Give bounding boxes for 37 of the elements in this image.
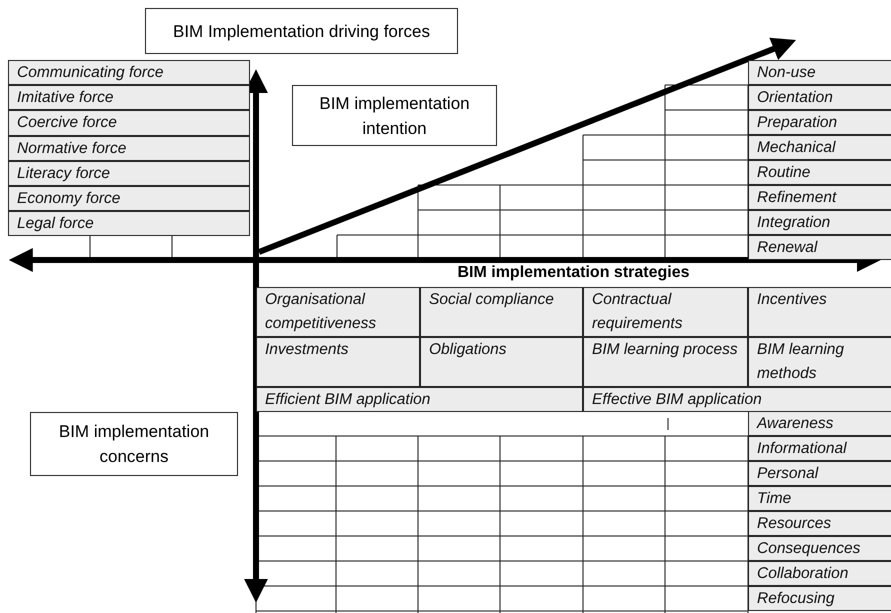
axis-title: BIM implementation strategies	[456, 263, 691, 283]
table-cell: Collaboration	[748, 561, 891, 586]
table-cell: BIM learning methods	[748, 337, 891, 387]
table-cell: Routine	[748, 160, 891, 185]
table-cell: Literacy force	[8, 160, 250, 186]
table-cell: Efficient BIM application	[256, 387, 583, 412]
table-cell: Legal force	[8, 211, 250, 236]
table-cell: Resources	[748, 511, 891, 536]
table-cell: Refocusing	[748, 586, 891, 611]
table-cell: Informational	[748, 436, 891, 461]
table-cell: Normative force	[8, 136, 250, 161]
table-cell: Investments	[256, 337, 420, 387]
table-cell: Renewal	[748, 235, 891, 260]
axis-label-box: BIM implementation intention	[292, 85, 497, 146]
table-cell: Imitative force	[8, 85, 250, 110]
table-cell: Communicating force	[8, 60, 250, 86]
table-cell: BIM learning process	[583, 337, 748, 387]
table-cell: Contractual requirements	[583, 287, 748, 337]
table-cell: Preparation	[748, 110, 891, 135]
axis-label-box: BIM implementation concerns	[30, 412, 238, 476]
table-cell: Awareness	[748, 411, 891, 436]
table-cell: Organisational competitiveness	[256, 287, 420, 337]
table-cell: Coercive force	[8, 110, 250, 136]
table-cell: Effective BIM application	[583, 387, 891, 412]
table-cell: Incentives	[748, 287, 891, 337]
table-cell: Time	[748, 486, 891, 511]
table-cell: Mechanical	[748, 135, 891, 160]
table-cell: Personal	[748, 461, 891, 486]
table-cell: Refinement	[748, 185, 891, 210]
table-cell: Integration	[748, 210, 891, 235]
table-cell: Obligations	[420, 337, 583, 387]
table-cell: Social compliance	[420, 287, 583, 337]
table-cell: Non-use	[748, 60, 891, 85]
axis-label-box: BIM Implementation driving forces	[145, 8, 458, 54]
table-cell: Consequences	[748, 536, 891, 561]
table-cell: Economy force	[8, 186, 250, 212]
table-cell: Orientation	[748, 85, 891, 110]
